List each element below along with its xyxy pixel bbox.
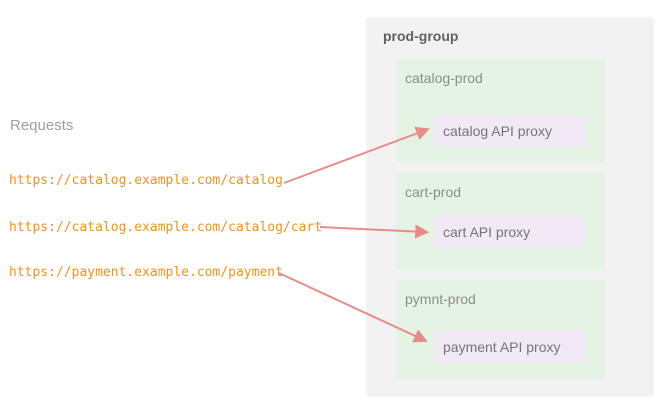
requests-heading: Requests	[10, 117, 74, 134]
environment-box-catalog-prod: catalog-prod catalog API proxy	[396, 59, 605, 162]
request-url-payment: https://payment.example.com/payment	[9, 265, 283, 280]
api-proxy-label-payment: payment API proxy	[443, 338, 561, 355]
prod-group-box: prod-group catalog-prod catalog API prox…	[366, 17, 654, 397]
environment-box-pymnt-prod: pymnt-prod payment API proxy	[396, 280, 605, 379]
environment-name-catalog-prod: catalog-prod	[405, 70, 483, 86]
environment-name-pymnt-prod: pymnt-prod	[405, 291, 476, 307]
api-proxy-box-cart: cart API proxy	[434, 215, 585, 248]
request-url-catalog: https://catalog.example.com/catalog	[9, 173, 283, 188]
api-proxy-label-cart: cart API proxy	[443, 223, 531, 240]
api-proxy-box-catalog: catalog API proxy	[434, 115, 585, 146]
environment-name-cart-prod: cart-prod	[405, 184, 462, 200]
api-proxy-label-catalog: catalog API proxy	[443, 122, 552, 139]
prod-group-title: prod-group	[383, 28, 459, 44]
request-url-catalog-cart: https://catalog.example.com/catalog/cart	[9, 220, 323, 235]
environment-box-cart-prod: cart-prod cart API proxy	[396, 173, 605, 270]
api-proxy-box-payment: payment API proxy	[434, 330, 585, 363]
